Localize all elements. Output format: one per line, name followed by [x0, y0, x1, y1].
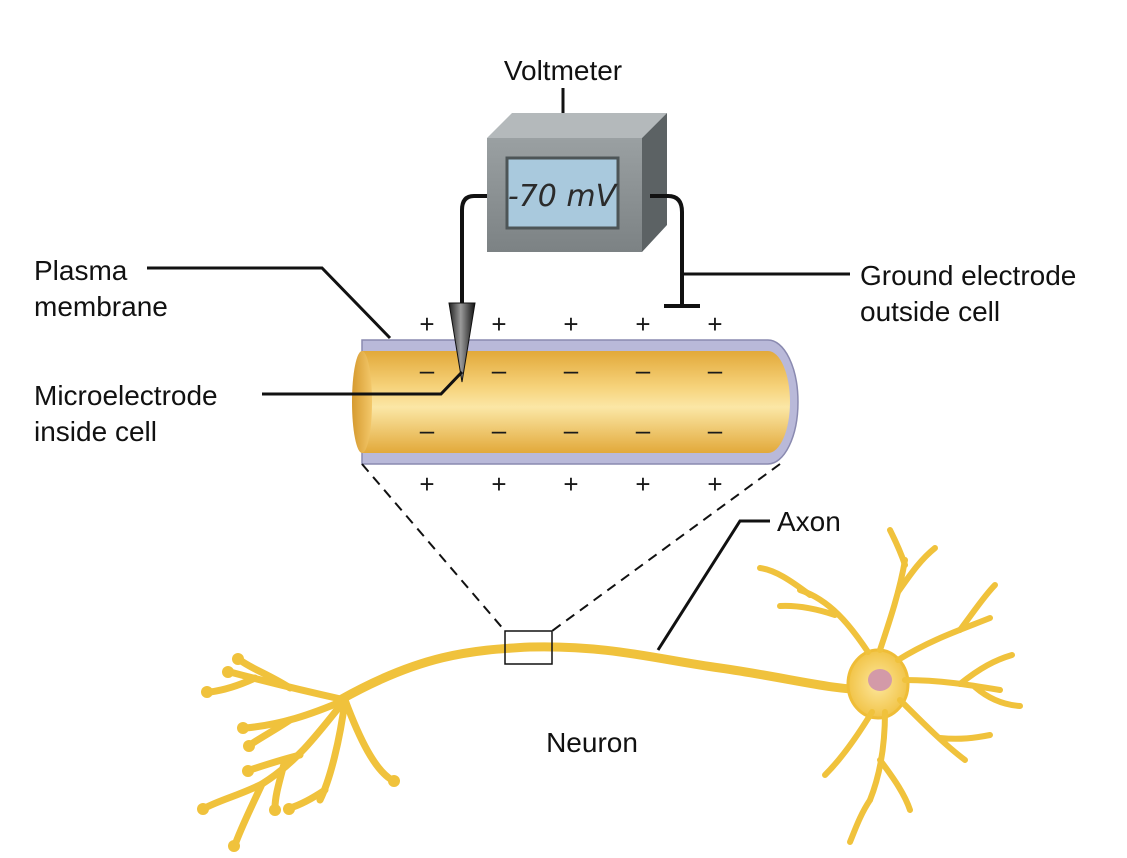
terminal-boutons — [197, 653, 400, 852]
voltmeter-side-face — [642, 113, 667, 252]
axon-label: Axon — [777, 506, 841, 537]
charge-sign: – — [492, 355, 507, 385]
axon-segment — [352, 339, 799, 465]
charge-sign: + — [491, 469, 506, 499]
axon-fiber — [335, 642, 877, 705]
charge-sign: + — [707, 309, 722, 339]
charge-sign: – — [420, 355, 435, 385]
charge-sign: – — [708, 415, 723, 445]
outside-top-charges: + + + + + — [419, 309, 722, 339]
charge-sign: + — [707, 469, 722, 499]
microelectrode-label-line1: Microelectrode — [34, 380, 218, 411]
dendrites — [757, 527, 1023, 845]
charge-sign: – — [564, 355, 579, 385]
voltage-reading: -70 mV — [508, 179, 619, 214]
charge-sign: – — [708, 355, 723, 385]
lcd-screen — [505, 156, 620, 230]
ground-wire — [650, 194, 684, 304]
charge-sign: – — [636, 355, 651, 385]
zoom-line-left — [361, 463, 506, 632]
inside-top-charges: – – – – – — [420, 355, 723, 385]
charge-sign: + — [563, 309, 578, 339]
microelectrode-probe — [448, 302, 476, 383]
charge-sign: – — [492, 415, 507, 445]
axon-leader — [656, 519, 770, 651]
charge-sign: + — [419, 469, 434, 499]
neuron-label: Neuron — [546, 727, 638, 758]
zoom-box — [504, 630, 553, 665]
inside-bottom-charges: – – – – – — [420, 415, 723, 445]
voltmeter-label: Voltmeter — [504, 55, 622, 86]
charge-sign: – — [564, 415, 579, 445]
cytoplasm — [362, 351, 790, 453]
zoom-line-right — [551, 463, 781, 632]
microelectrode-label-line2: inside cell — [34, 416, 157, 447]
plasma-membrane-label-line1: Plasma — [34, 255, 128, 286]
charge-sign: – — [636, 415, 651, 445]
nucleus — [868, 669, 892, 691]
neuron — [197, 527, 1023, 852]
microelectrode-wire — [460, 194, 487, 306]
plasma-membrane-label-line2: membrane — [34, 291, 168, 322]
charge-sign: + — [635, 309, 650, 339]
outside-bottom-charges: + + + + + — [419, 469, 722, 499]
charge-sign: – — [420, 415, 435, 445]
charge-sign: + — [635, 469, 650, 499]
axon-cut-end — [352, 351, 372, 453]
charge-sign: + — [419, 309, 434, 339]
ground-electrode-label-line2: outside cell — [860, 296, 1000, 327]
voltmeter — [487, 88, 667, 252]
ground-electrode-label-line1: Ground electrode — [860, 260, 1076, 291]
charge-sign: + — [563, 469, 578, 499]
microelectrode-leader — [262, 370, 464, 396]
voltmeter-top-face — [487, 113, 667, 138]
charge-sign: + — [491, 309, 506, 339]
plasma-membrane-leader — [147, 266, 392, 340]
